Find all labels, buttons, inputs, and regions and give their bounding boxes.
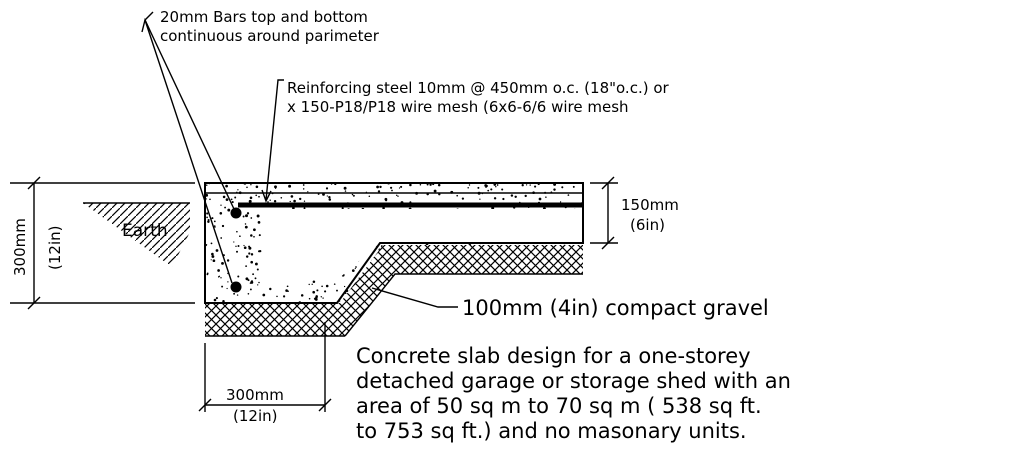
gravel-layer — [205, 245, 583, 337]
steel-note-line2: x 150-P18/P18 wire mesh (6x6-6/6 wire me… — [287, 98, 629, 116]
bottom-bar — [230, 281, 242, 293]
footing-dimension — [198, 322, 332, 412]
concrete-slab — [204, 182, 584, 304]
description-line1: Concrete slab design for a one-storey — [356, 344, 751, 368]
bars-note-line1: 20mm Bars top and bottom — [160, 8, 368, 26]
footing-in-label: (12in) — [233, 407, 277, 425]
top-bar — [230, 207, 242, 219]
slab-dimension — [590, 176, 618, 250]
depth-in-label: (12in) — [46, 226, 64, 270]
slab-in-label: (6in) — [630, 216, 665, 234]
description: Concrete slab design for a one-storey de… — [356, 344, 791, 443]
steel-leader — [261, 79, 284, 203]
bars-note-line2: continuous around parimeter — [160, 27, 380, 45]
bars-leader — [141, 11, 235, 284]
gravel-leader — [371, 287, 458, 308]
footing-mm-label: 300mm — [226, 386, 284, 404]
description-line3: area of 50 sq m to 70 sq m ( 538 sq ft. — [356, 394, 762, 418]
description-line2: detached garage or storage shed with an — [356, 369, 791, 393]
description-line4: to 753 sq ft.) and no masonary units. — [356, 419, 747, 443]
steel-note-line1: Reinforcing steel 10mm @ 450mm o.c. (18"… — [287, 79, 670, 97]
depth-dimension — [10, 176, 195, 310]
gravel-label: 100mm (4in) compact gravel — [462, 296, 769, 320]
slab-mm-label: 150mm — [621, 196, 679, 214]
earth-label: Earth — [122, 221, 168, 241]
depth-mm-label: 300mm — [11, 218, 29, 276]
earth-region — [83, 202, 190, 267]
